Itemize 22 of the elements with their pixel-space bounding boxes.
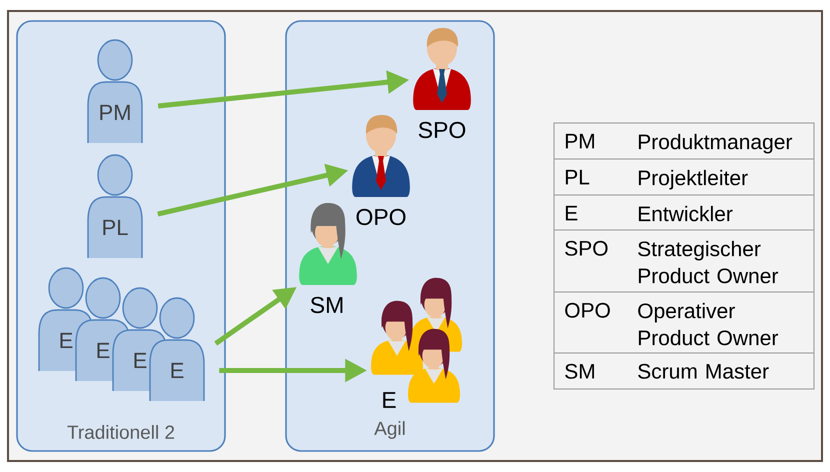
abbreviation: PL xyxy=(566,170,590,184)
abbreviation: SPO xyxy=(565,240,608,256)
abbreviation: SM xyxy=(565,364,594,379)
definition: Projektleiter xyxy=(638,170,748,190)
node-label: E xyxy=(60,332,72,348)
abbreviation: PM xyxy=(566,134,594,148)
abbreviation: E xyxy=(566,206,578,220)
person-figure: E xyxy=(149,297,205,401)
node-label: E xyxy=(134,352,146,368)
node-label: E xyxy=(97,342,110,358)
definition: Scrum Master xyxy=(638,364,769,379)
definition: Operativer Product Owner xyxy=(638,302,778,346)
role-label: SPO xyxy=(418,122,466,138)
definition: Produktmanager xyxy=(638,134,792,154)
definition: Strategischer Product Owner xyxy=(638,240,778,284)
role-label: OPO xyxy=(356,208,406,226)
definition: Entwickler xyxy=(638,206,733,222)
role-label: E xyxy=(383,392,396,408)
role-label: SM xyxy=(310,296,342,314)
person-figure: PM xyxy=(87,39,143,143)
abbreviation: OPO xyxy=(565,302,610,318)
person-figure: PL xyxy=(87,154,143,258)
